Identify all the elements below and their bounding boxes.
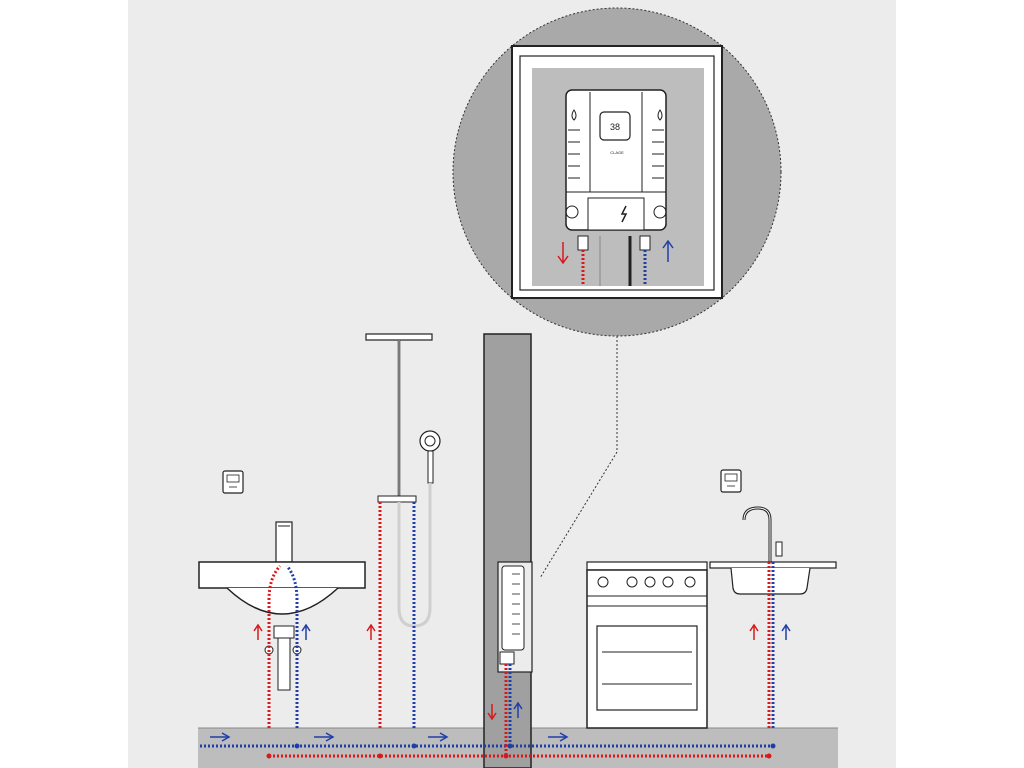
zoom-detail: 38 CLAGE xyxy=(452,7,782,337)
wall-thermostat-icon xyxy=(720,469,742,493)
stove xyxy=(586,561,708,729)
lightning-bolt-icon xyxy=(620,205,628,223)
water-heater-small xyxy=(497,561,533,673)
kitchen-sink xyxy=(709,506,837,595)
heater-brand-label: CLAGE xyxy=(610,150,624,155)
wall-pillar xyxy=(483,333,532,768)
heater-display-value: 38 xyxy=(610,122,620,132)
washbasin xyxy=(198,521,366,691)
wall-thermostat-icon xyxy=(222,470,244,494)
zoom-leader-line xyxy=(539,336,618,579)
